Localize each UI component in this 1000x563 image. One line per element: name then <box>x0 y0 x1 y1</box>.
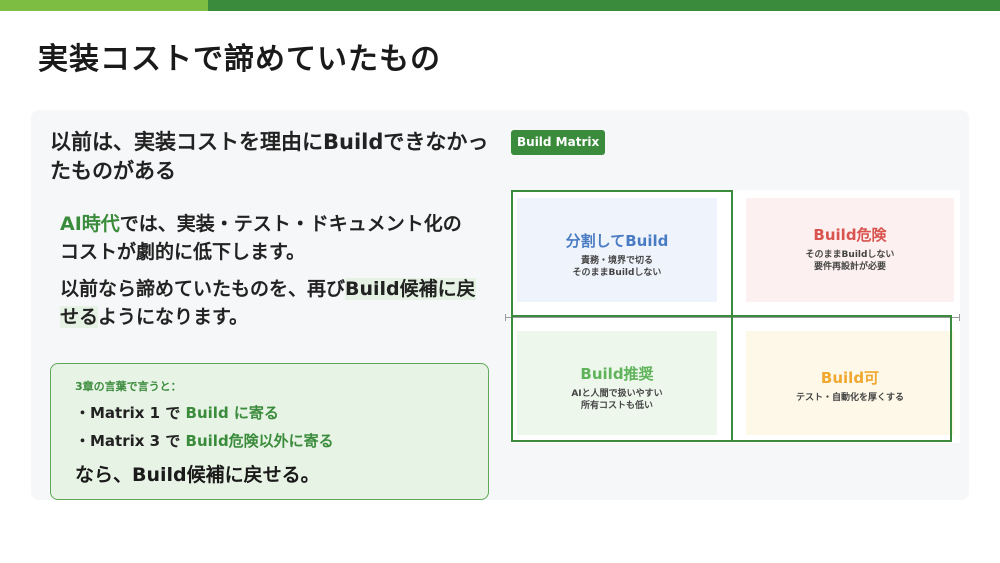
paragraph-build-candidate-after: ようになります。 <box>98 306 249 328</box>
top-bar-light-segment <box>0 0 208 11</box>
quadrant-build-recommended: Build推奨 AIと人間で扱いやすい 所有コストも低い <box>517 331 717 435</box>
chapter3-callout: 3章の言葉で言うと： ・Matrix 1 で Build に寄る ・Matrix… <box>50 363 489 500</box>
callout-bullet: ・Matrix 3 で Build危険以外に寄る <box>75 430 334 451</box>
highlight-frame-matrix3 <box>511 315 952 442</box>
quadrant-desc: そのままBuildしない 要件再設計が必要 <box>746 249 954 273</box>
paragraph-build-candidate: 以前なら諦めていたものを、再びBuild候補に戻せるようになります。 <box>60 275 480 331</box>
quadrant-build-ok: Build可 テスト・自動化を厚くする <box>746 331 954 435</box>
quadrant-desc: AIと人間で扱いやすい 所有コストも低い <box>517 388 717 412</box>
quadrant-desc: 責務・境界で切る そのままBuildしない <box>517 255 717 279</box>
top-bar-dark-segment <box>208 0 1000 11</box>
quadrant-desc-line: テスト・自動化を厚くする <box>795 393 904 403</box>
quadrant-desc: テスト・自動化を厚くする <box>746 392 954 404</box>
quadrant-desc-line: そのままBuildしない <box>805 250 895 260</box>
quadrant-title: Build危険 <box>813 226 887 244</box>
bullet-prefix: ・Matrix 3 で <box>75 432 186 450</box>
quadrant-title: Build可 <box>820 369 880 387</box>
callout-conclusion: なら、Build候補に戻せる。 <box>75 464 320 486</box>
quadrant-desc-line: 責務・境界で切る <box>580 256 653 266</box>
build-matrix-badge: Build Matrix <box>511 130 606 155</box>
paragraph-ai-era: AI時代では、実装・テスト・ドキュメント化のコストが劇的に低下します。 <box>60 210 480 266</box>
callout-header: 3章の言葉で言うと： <box>75 380 182 393</box>
quadrant-desc-line: 要件再設計が必要 <box>813 262 886 272</box>
bullet-highlight: Build危険以外に寄る <box>185 432 334 450</box>
quadrant-desc-line: 所有コストも低い <box>580 401 653 411</box>
quadrant-desc-line: そのままBuildしない <box>572 268 662 278</box>
lead-text: 以前は、実装コストを理由にBuildできなかったものがある <box>50 130 489 183</box>
paragraph-build-candidate-before: 以前なら諦めていたものを、再び <box>60 278 346 300</box>
quadrant-split-build: 分割してBuild 責務・境界で切る そのままBuildしない <box>517 198 717 302</box>
bullet-highlight: Build に寄る <box>185 404 279 422</box>
ai-era-highlight: AI時代 <box>60 213 120 235</box>
quadrant-desc-line: AIと人間で扱いやすい <box>571 389 663 399</box>
axis-tick-right <box>959 314 960 321</box>
quadrant-build-danger: Build危険 そのままBuildしない 要件再設計が必要 <box>746 198 954 302</box>
callout-bullet: ・Matrix 1 で Build に寄る <box>75 402 279 423</box>
page-title: 実装コストで諦めていたもの <box>38 42 441 77</box>
bullet-prefix: ・Matrix 1 で <box>75 404 186 422</box>
axis-tick-left <box>505 314 506 321</box>
top-accent-bar <box>0 0 1000 11</box>
quadrant-title: Build推奨 <box>580 365 654 383</box>
paragraph-ai-era-body: では、実装・テスト・ドキュメント化のコストが劇的に低下します。 <box>60 213 462 263</box>
quadrant-title: 分割してBuild <box>565 232 669 250</box>
